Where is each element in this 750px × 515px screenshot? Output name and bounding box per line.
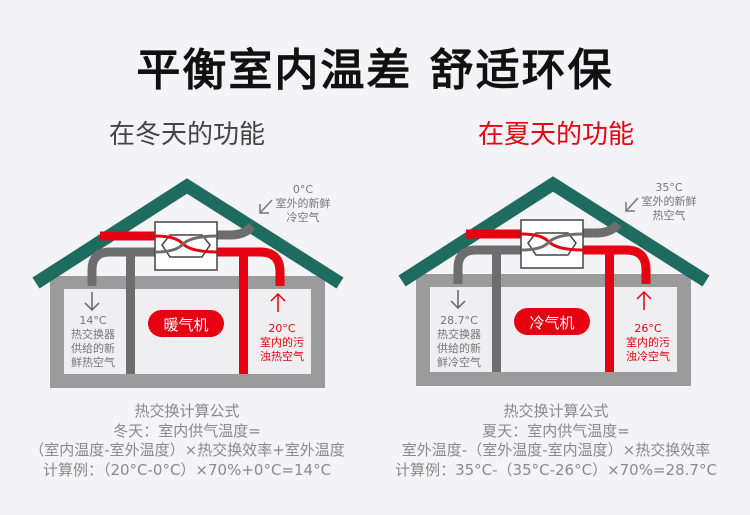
winter-exhaust-line2: 浊热空气 xyxy=(260,349,304,363)
summer-outdoor-line1: 室外的新鲜 xyxy=(642,194,697,208)
summer-exhaust-line1: 室内的污 xyxy=(626,335,670,349)
summer-formula-line3: 计算例：35°C-（35°C-26°C）×70%=28.7°C xyxy=(395,460,717,479)
summer-supply-line1: 热交换器 xyxy=(437,327,481,341)
summer-formula: 热交换计算公式 夏天：室内供气温度= 室外温度-（室外温度-室内温度）×热交换效… xyxy=(376,402,736,480)
summer-formula-title: 热交换计算公式 xyxy=(503,402,609,420)
winter-supply-temp: 14°C xyxy=(79,314,106,327)
winter-formula-line1: 冬天：室内供气温度= xyxy=(113,421,261,440)
summer-heading: 在夏天的功能 xyxy=(477,120,634,150)
summer-formula-line1: 夏天：室内供气温度= xyxy=(482,421,630,440)
summer-device-label: 冷气机 xyxy=(529,314,574,332)
winter-outdoor-line2: 冷空气 xyxy=(287,210,320,224)
winter-house: 暖气机 0°C 室外的新鲜 冷空气 14°C 热交换器 供给的新 鲜热空气 20… xyxy=(36,183,340,388)
winter-device-label: 暖气机 xyxy=(163,316,208,334)
winter-supply-line3: 鲜热空气 xyxy=(71,355,115,369)
summer-house: 冷气机 35°C 室外的新鲜 热空气 28.7°C 热交换器 供给的新 鲜冷空气… xyxy=(402,181,706,386)
winter-exhaust-temp: 20°C xyxy=(268,322,295,335)
winter-formula-line2: （室内温度-室外温度）×热交换效率+室外温度 xyxy=(29,441,345,459)
summer-exhaust-line2: 浊冷空气 xyxy=(626,349,670,363)
summer-exhaust-temp: 26°C xyxy=(634,322,661,335)
summer-outdoor-temp: 35°C xyxy=(655,181,682,194)
page-title: 平衡室内温差 舒适环保 xyxy=(136,45,614,96)
summer-supply-temp: 28.7°C xyxy=(440,314,478,327)
winter-outdoor-temp: 0°C xyxy=(293,183,313,196)
summer-outdoor-line2: 热空气 xyxy=(653,208,686,222)
winter-formula-line3: 计算例：（20°C-0°C）×70%+0°C=14°C xyxy=(42,460,332,479)
winter-supply-line2: 供给的新 xyxy=(71,341,115,355)
winter-formula-title: 热交换计算公式 xyxy=(134,402,240,420)
summer-supply-line3: 鲜冷空气 xyxy=(437,355,481,369)
winter-outdoor-line1: 室外的新鲜 xyxy=(276,196,331,210)
summer-formula-line2: 室外温度-（室外温度-室内温度）×热交换效率 xyxy=(401,441,711,459)
summer-supply-line2: 供给的新 xyxy=(437,341,481,355)
winter-heading: 在冬天的功能 xyxy=(108,120,265,150)
winter-supply-line1: 热交换器 xyxy=(71,327,115,341)
winter-formula: 热交换计算公式 冬天：室内供气温度= （室内温度-室外温度）×热交换效率+室外温… xyxy=(7,402,367,480)
winter-exhaust-line1: 室内的污 xyxy=(260,335,304,349)
